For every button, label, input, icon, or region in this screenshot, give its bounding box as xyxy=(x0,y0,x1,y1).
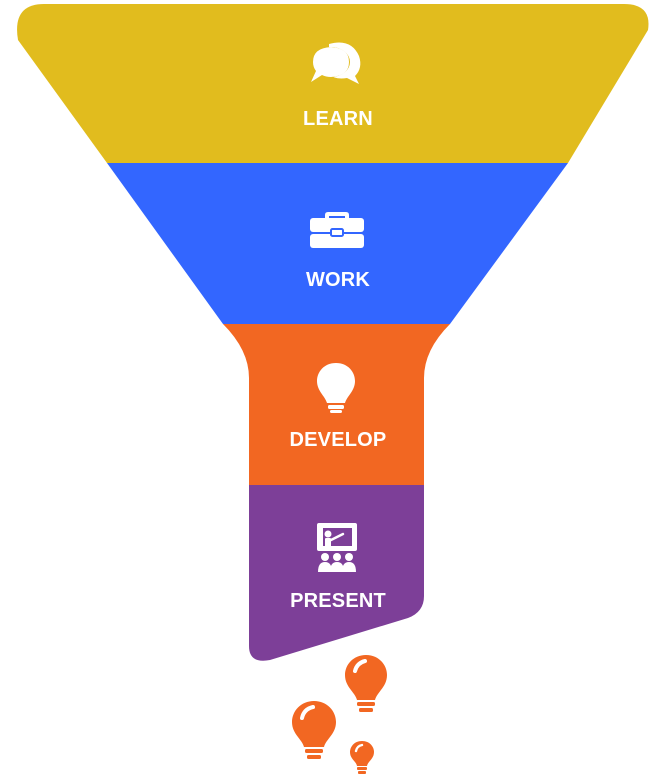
stage-present: PRESENT xyxy=(249,485,424,661)
lightbulb-icon xyxy=(317,363,355,413)
stage-work: WORK xyxy=(107,163,568,324)
stage-learn-band xyxy=(17,4,649,163)
stage-learn: LEARN xyxy=(17,4,649,163)
stage-label-work: WORK xyxy=(306,269,370,291)
stage-label-present: PRESENT xyxy=(290,590,386,612)
briefcase-icon xyxy=(310,212,364,248)
stage-develop: DEVELOP xyxy=(223,324,450,485)
stage-develop-band xyxy=(223,324,450,485)
presenter-icon xyxy=(317,523,357,572)
output-bulb-small xyxy=(350,741,374,774)
stage-label-learn: LEARN xyxy=(303,108,373,130)
output-bulb-large-right xyxy=(345,655,387,712)
output-bulb-large-left xyxy=(292,701,336,759)
stage-present-band xyxy=(249,485,424,661)
speech-bubbles-icon xyxy=(311,42,361,84)
stage-label-develop: DEVELOP xyxy=(290,429,387,451)
